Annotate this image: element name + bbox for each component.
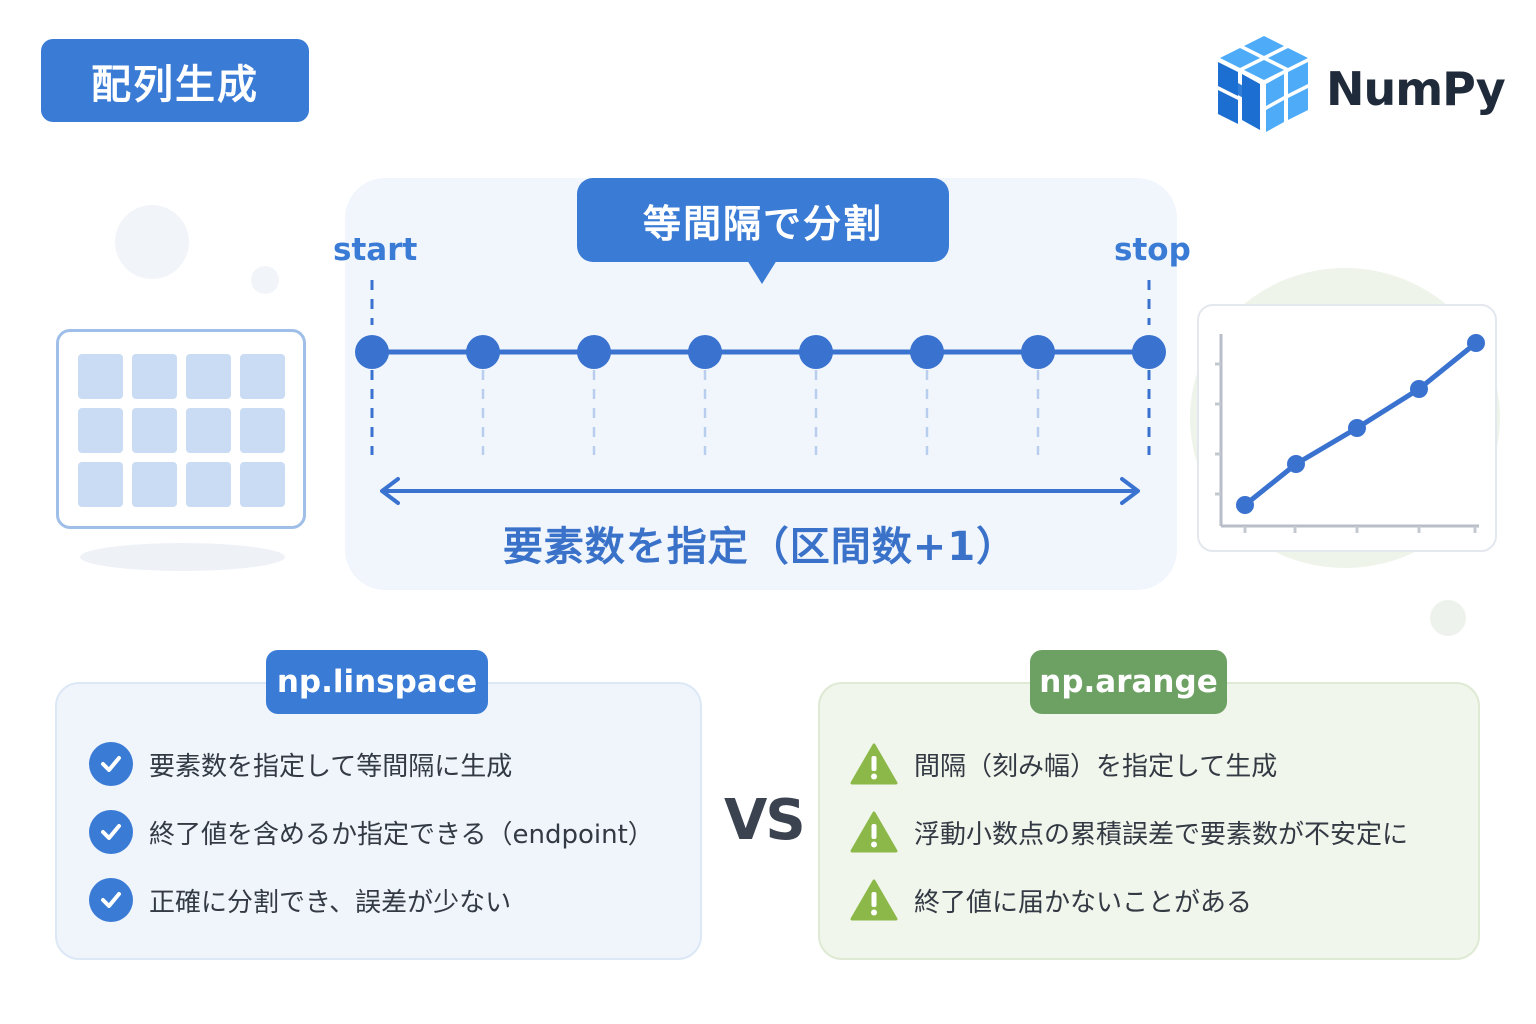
vs-label: VS — [724, 788, 806, 853]
decor-circle — [115, 205, 189, 279]
list-item: 要素数を指定して等間隔に生成 — [89, 741, 654, 787]
array-grid-icon — [56, 329, 306, 529]
sample-point — [466, 335, 500, 369]
arange-list: 間隔（刻み幅）を指定して生成 浮動小数点の累積誤差で要素数が不安定に 終了値に届… — [850, 741, 1408, 945]
linspace-list: 要素数を指定して等間隔に生成 終了値を含めるか指定できる（endpoint） 正… — [89, 741, 654, 945]
list-item-label: 浮動小数点の累積誤差で要素数が不安定に — [914, 819, 1409, 850]
element-count-label: 要素数を指定（区間数+1） — [502, 524, 1018, 570]
list-item: 正確に分割でき、誤差が少ない — [89, 877, 654, 923]
list-item: 浮動小数点の累積誤差で要素数が不安定に — [850, 809, 1408, 855]
sample-point — [1132, 335, 1166, 369]
warning-triangle-icon — [850, 811, 898, 853]
linspace-card — [55, 682, 702, 960]
callout-tail — [747, 260, 777, 284]
line-chart-icon — [1215, 334, 1485, 533]
list-item-label: 終了値に届かないことがある — [914, 887, 1253, 918]
list-item-label: 間隔（刻み幅）を指定して生成 — [914, 751, 1278, 782]
sample-point — [910, 335, 944, 369]
sample-point — [799, 335, 833, 369]
sample-point — [577, 335, 611, 369]
callout-equal-interval: 等間隔で分割 — [577, 178, 949, 262]
arrow-left-icon — [380, 477, 400, 505]
arange-card — [818, 682, 1480, 960]
list-item: 終了値を含めるか指定できる（endpoint） — [89, 809, 654, 855]
linspace-tag: np.linspace — [266, 650, 488, 714]
sample-point — [688, 335, 722, 369]
warning-triangle-icon — [850, 743, 898, 785]
list-item-label: 要素数を指定して等間隔に生成 — [149, 751, 513, 782]
numpy-logo-text: NumPy — [1326, 62, 1506, 116]
grid-shadow — [80, 543, 285, 571]
list-item-label: 正確に分割でき、誤差が少ない — [149, 887, 512, 918]
decor-circle — [251, 266, 279, 294]
sample-point — [1021, 335, 1055, 369]
arange-tag: np.arange — [1030, 650, 1227, 714]
linspace-diagram — [355, 280, 1166, 505]
numpy-cube-icon — [1218, 36, 1308, 132]
page-title: 配列生成 — [41, 39, 309, 122]
warning-triangle-icon — [850, 879, 898, 921]
arrow-right-icon — [1120, 477, 1140, 505]
list-item-label: 終了値を含めるか指定できる（endpoint） — [149, 819, 654, 850]
list-item: 間隔（刻み幅）を指定して生成 — [850, 741, 1408, 787]
numpy-logo — [1214, 34, 1324, 140]
decor-circle — [1430, 600, 1466, 636]
list-item: 終了値に届かないことがある — [850, 877, 1408, 923]
check-circle-icon — [89, 878, 133, 922]
start-label: start — [333, 232, 418, 268]
check-circle-icon — [89, 810, 133, 854]
stop-label: stop — [1114, 232, 1191, 268]
check-circle-icon — [89, 742, 133, 786]
sample-point — [355, 335, 389, 369]
